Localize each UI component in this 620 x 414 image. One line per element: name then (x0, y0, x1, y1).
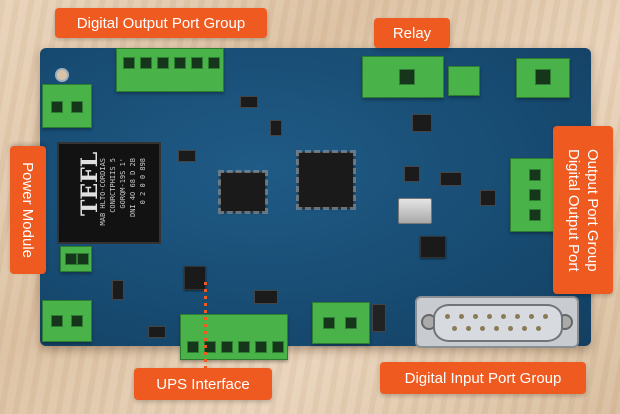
smd-component (254, 290, 278, 304)
smd-component (178, 150, 196, 162)
terminal-power-bottom (42, 300, 92, 342)
terminal-top-right (516, 58, 570, 98)
dsub-shell (433, 304, 563, 342)
terminal-digital-output-top (116, 48, 224, 92)
label-digital-output-right-line1: Digital Output Port (565, 148, 582, 272)
smd-component (270, 120, 282, 136)
smd-component (148, 326, 166, 338)
ups-pointer-line (204, 282, 207, 370)
ic-chip-left (218, 170, 268, 214)
terminal-power-top (42, 84, 92, 128)
smd-component (372, 304, 386, 332)
module-spec-line: CONRCTPHIIS 5 (109, 158, 117, 213)
label-ups-interface: UPS Interface (134, 368, 272, 400)
terminal-ups-interface (180, 314, 288, 360)
module-spec-line: GORQM-19S 1' (119, 158, 127, 209)
terminal-digital-output-right (510, 158, 556, 232)
mounting-hole (55, 68, 69, 82)
smd-component (412, 114, 432, 132)
terminal-relay-small (448, 66, 480, 96)
smd-component (112, 280, 124, 300)
terminal-input-left (312, 302, 370, 344)
smd-component (480, 190, 496, 206)
crystal-oscillator (398, 198, 432, 224)
terminal-relay (362, 56, 444, 98)
terminal-power-small (60, 246, 92, 272)
smd-component (240, 96, 258, 108)
label-digital-input: Digital Input Port Group (380, 362, 586, 394)
mcu-chip (296, 150, 356, 210)
label-power-module-text: Power Module (19, 162, 37, 258)
module-spec-line: MAB HLTO-CORDIAS (99, 158, 107, 226)
smd-component (440, 172, 462, 186)
label-digital-output-top: Digital Output Port Group (55, 8, 267, 38)
smd-component (404, 166, 420, 182)
label-power-module: Power Module (10, 146, 46, 274)
label-relay: Relay (374, 18, 450, 48)
module-spec-line: 0 2 0 0 898 (139, 158, 147, 205)
module-spec-line: DNI 4O 68 D 2B (129, 158, 137, 218)
label-digital-output-right-line2: Output Port Group (584, 148, 601, 272)
label-digital-output-right: Digital Output Port Output Port Group (553, 126, 613, 294)
dsub-connector (415, 296, 579, 348)
ic-chip-small (420, 236, 446, 258)
ic-chip-ups (184, 266, 206, 290)
power-module-block: TEFL MAB HLTO-CORDIAS CONRCTPHIIS 5 GORQ… (57, 142, 161, 244)
